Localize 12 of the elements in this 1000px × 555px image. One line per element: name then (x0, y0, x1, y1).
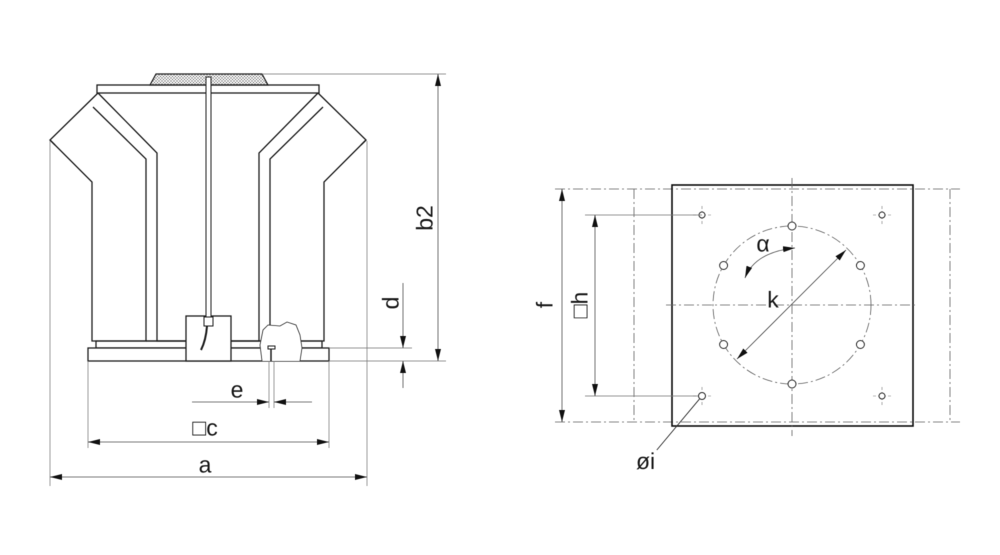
dimension-label: k (767, 288, 779, 312)
dimension-label: f (534, 302, 556, 308)
bolt-hole (698, 392, 706, 400)
dimension-label: d (380, 296, 402, 310)
leader-line (656, 398, 700, 450)
dimension-label: □c (192, 416, 218, 440)
dimension-label: e (230, 378, 244, 402)
dimension-label: øi (636, 450, 656, 473)
dimension-label: b2 (414, 205, 436, 231)
dimension-label: □h (568, 292, 592, 318)
dimension-label: a (198, 454, 212, 476)
dimension-label: α (756, 232, 770, 256)
